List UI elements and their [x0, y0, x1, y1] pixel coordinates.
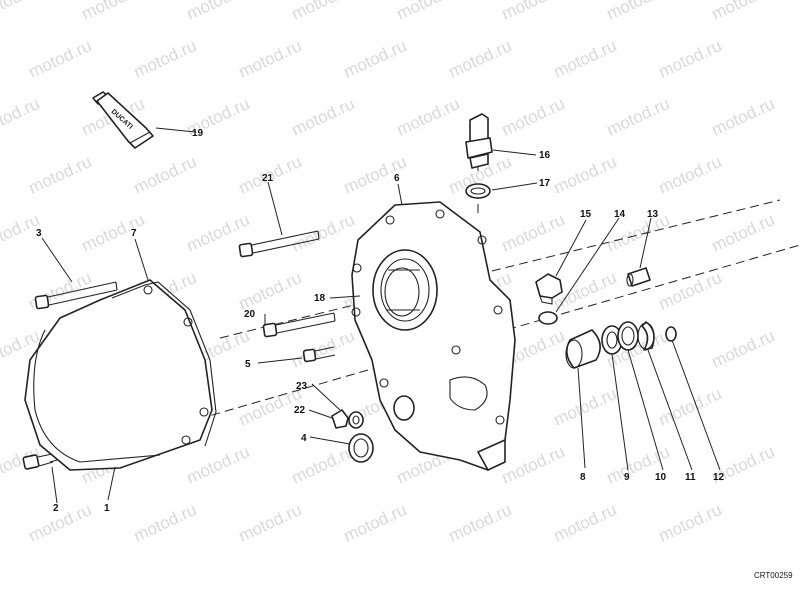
callout-23: 23 — [296, 381, 308, 392]
watermark-text: motod.ru — [656, 36, 725, 82]
watermark-text: motod.ru — [446, 36, 515, 82]
o-ring-14 — [538, 311, 558, 325]
watermark-text: motod.ru — [656, 500, 725, 546]
callout-10: 10 — [655, 472, 667, 483]
watermark-text: motod.ru — [289, 210, 358, 256]
watermark-text: motod.ru — [79, 210, 148, 256]
bushing-8 — [565, 329, 601, 369]
circlip-11 — [637, 321, 655, 351]
callout-13: 13 — [647, 209, 659, 220]
o-ring-12 — [665, 326, 677, 342]
watermark-text: motod.ru — [26, 500, 95, 546]
engine-casing — [351, 201, 516, 471]
watermark-text: motod.ru — [131, 152, 200, 198]
watermark-text: motod.ru — [499, 442, 568, 488]
washer-23 — [348, 411, 364, 429]
callout-4: 4 — [301, 433, 307, 444]
callout-3: 3 — [36, 228, 42, 239]
watermark-text: motod.ru — [236, 268, 305, 314]
watermark-text: motod.ru — [499, 0, 568, 24]
drawing-code: CRT00259 — [754, 571, 793, 580]
watermark-text: motod.ru — [289, 442, 358, 488]
watermark-text: motod.ru — [26, 152, 95, 198]
bolt-3 — [34, 281, 118, 310]
watermark-text: motod.ru — [341, 500, 410, 546]
callout-19: 19 — [192, 128, 204, 139]
watermark-text: motod.ru — [0, 94, 42, 140]
watermark-text: motod.ru — [184, 442, 253, 488]
watermark-text: motod.ru — [551, 152, 620, 198]
watermark-text: motod.ru — [709, 326, 778, 372]
watermark-text: motod.ru — [26, 36, 95, 82]
callout-8: 8 — [580, 472, 586, 483]
callout-6: 6 — [394, 173, 400, 184]
plug-22 — [331, 409, 349, 429]
callout-17: 17 — [539, 178, 551, 189]
o-ring-17 — [465, 183, 491, 199]
watermark-text: motod.ru — [79, 0, 148, 24]
watermark-text: motod.ru — [394, 94, 463, 140]
clutch-cover — [24, 279, 213, 471]
callout-1: 1 — [104, 503, 110, 514]
watermark-text: motod.ru — [394, 0, 463, 24]
watermark-text: motod.ru — [656, 152, 725, 198]
callout-7: 7 — [131, 228, 137, 239]
watermark-text: motod.ru — [551, 500, 620, 546]
callout-9: 9 — [624, 472, 630, 483]
cover-gasket — [111, 281, 217, 447]
ring-10 — [617, 321, 639, 351]
watermark-text: motod.ru — [656, 268, 725, 314]
callout-18: 18 — [314, 293, 326, 304]
watermark-text: motod.ru — [551, 384, 620, 430]
callout-20: 20 — [244, 309, 256, 320]
watermark-text: motod.ru — [709, 94, 778, 140]
sensor-16 — [465, 113, 493, 169]
callout-22: 22 — [294, 405, 306, 416]
bolt-20 — [262, 312, 336, 338]
callout-14: 14 — [614, 209, 626, 220]
bolt-2 — [22, 453, 54, 470]
callout-11: 11 — [685, 472, 696, 483]
watermark-text: motod.ru — [0, 0, 42, 24]
watermark-text: motod.ru — [131, 500, 200, 546]
watermark-text: motod.ru — [289, 94, 358, 140]
watermark-text: motod.ru — [236, 500, 305, 546]
watermark-text: motod.ru — [499, 94, 568, 140]
watermark-text: motod.ru — [289, 0, 358, 24]
callout-5: 5 — [245, 359, 251, 370]
watermark-text: motod.ru — [499, 210, 568, 256]
sealant-tube: DUCATI — [92, 91, 154, 149]
plug-15 — [535, 273, 563, 305]
watermark-text: motod.ru — [709, 210, 778, 256]
watermark-text: motod.ru — [604, 94, 673, 140]
watermark-text: motod.ru — [446, 500, 515, 546]
watermark-text: motod.ru — [604, 0, 673, 24]
watermark-text: motod.ru — [551, 36, 620, 82]
callout-15: 15 — [580, 209, 592, 220]
watermark-text: motod.ru — [709, 0, 778, 24]
bolt-21 — [238, 230, 320, 258]
pin-13 — [626, 267, 651, 287]
callout-21: 21 — [262, 173, 274, 184]
watermark-text: motod.ru — [341, 36, 410, 82]
callout-12: 12 — [713, 472, 725, 483]
watermark-text: motod.ru — [656, 384, 725, 430]
watermark-text: motod.ru — [131, 36, 200, 82]
leader-lines — [41, 127, 721, 504]
callout-16: 16 — [539, 150, 551, 161]
callouts: 1 2 3 4 5 6 7 8 9 10 11 12 13 14 15 16 1… — [36, 128, 725, 514]
bolt-5 — [302, 346, 336, 363]
oil-seal-4 — [348, 433, 374, 463]
callout-2: 2 — [53, 503, 59, 514]
watermark-text: motod.ru — [184, 0, 253, 24]
watermark-text: motod.ru — [236, 36, 305, 82]
